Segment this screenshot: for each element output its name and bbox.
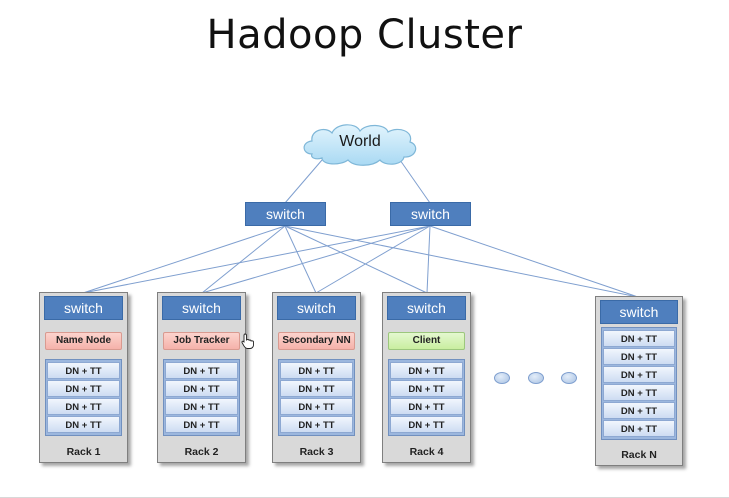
secondary-nn-box: Secondary NN [278,332,355,350]
link [201,225,286,294]
data-node: DN + TT [280,362,353,379]
data-node: DN + TT [390,398,463,415]
client-box: Client [388,332,465,350]
page-title: Hadoop Cluster [206,12,523,58]
ellipsis-dot [528,372,544,384]
rack-label: Rack 4 [409,446,444,458]
link [82,225,431,294]
link [399,159,431,204]
data-node: DN + TT [165,362,238,379]
data-node: DN + TT [390,416,463,433]
data-node: DN + TT [165,380,238,397]
data-node: DN + TT [603,330,675,347]
rack-n: switch DN + TT DN + TT DN + TT DN + TT D… [595,296,683,466]
node-stack: DN + TT DN + TT DN + TT DN + TT [163,359,240,436]
data-node: DN + TT [165,398,238,415]
data-node: DN + TT [390,380,463,397]
rack-1: switch Name Node DN + TT DN + TT DN + TT… [39,292,128,463]
node-stack: DN + TT DN + TT DN + TT DN + TT [45,359,122,436]
link [201,225,431,294]
ellipsis-dot [561,372,577,384]
node-stack: DN + TT DN + TT DN + TT DN + TT DN + TT … [601,327,677,440]
rack-4: switch Client DN + TT DN + TT DN + TT DN… [382,292,471,463]
rack-switch: switch [162,296,241,320]
cloud-label: World [339,133,381,150]
name-node-box: Name Node [45,332,122,350]
rack-label: Rack 2 [184,446,219,458]
rack-switch: switch [387,296,466,320]
data-node: DN + TT [603,402,675,419]
ellipsis-dot [494,372,510,384]
link [426,225,431,294]
rack-switch: switch [44,296,123,320]
rack-2: switch Job Tracker DN + TT DN + TT DN + … [157,292,246,463]
rack-switch: switch [600,300,678,324]
link [284,225,317,294]
data-node: DN + TT [165,416,238,433]
rack-label: Rack 3 [299,446,334,458]
data-node: DN + TT [603,366,675,383]
data-node: DN + TT [280,416,353,433]
core-switch-2: switch [390,202,471,226]
link [429,225,639,298]
node-stack: DN + TT DN + TT DN + TT DN + TT [388,359,465,436]
hand-pointer-icon [241,333,254,349]
data-node: DN + TT [603,348,675,365]
link [315,225,431,294]
cloud-icon [303,124,417,166]
data-node: DN + TT [47,398,120,415]
core-switch-1: switch [245,202,326,226]
data-node: DN + TT [603,420,675,437]
node-stack: DN + TT DN + TT DN + TT DN + TT [278,359,355,436]
world-cloud: World [298,120,422,168]
link [284,159,323,204]
link [284,225,639,298]
data-node: DN + TT [603,384,675,401]
link [82,225,286,294]
rack-switch: switch [277,296,356,320]
job-tracker-box: Job Tracker [163,332,240,350]
data-node: DN + TT [47,380,120,397]
rack-3: switch Secondary NN DN + TT DN + TT DN +… [272,292,361,463]
data-node: DN + TT [47,416,120,433]
data-node: DN + TT [390,362,463,379]
rack-label: Rack N [621,449,657,461]
data-node: DN + TT [47,362,120,379]
link [284,225,428,294]
rack-label: Rack 1 [66,446,101,458]
data-node: DN + TT [280,398,353,415]
data-node: DN + TT [280,380,353,397]
